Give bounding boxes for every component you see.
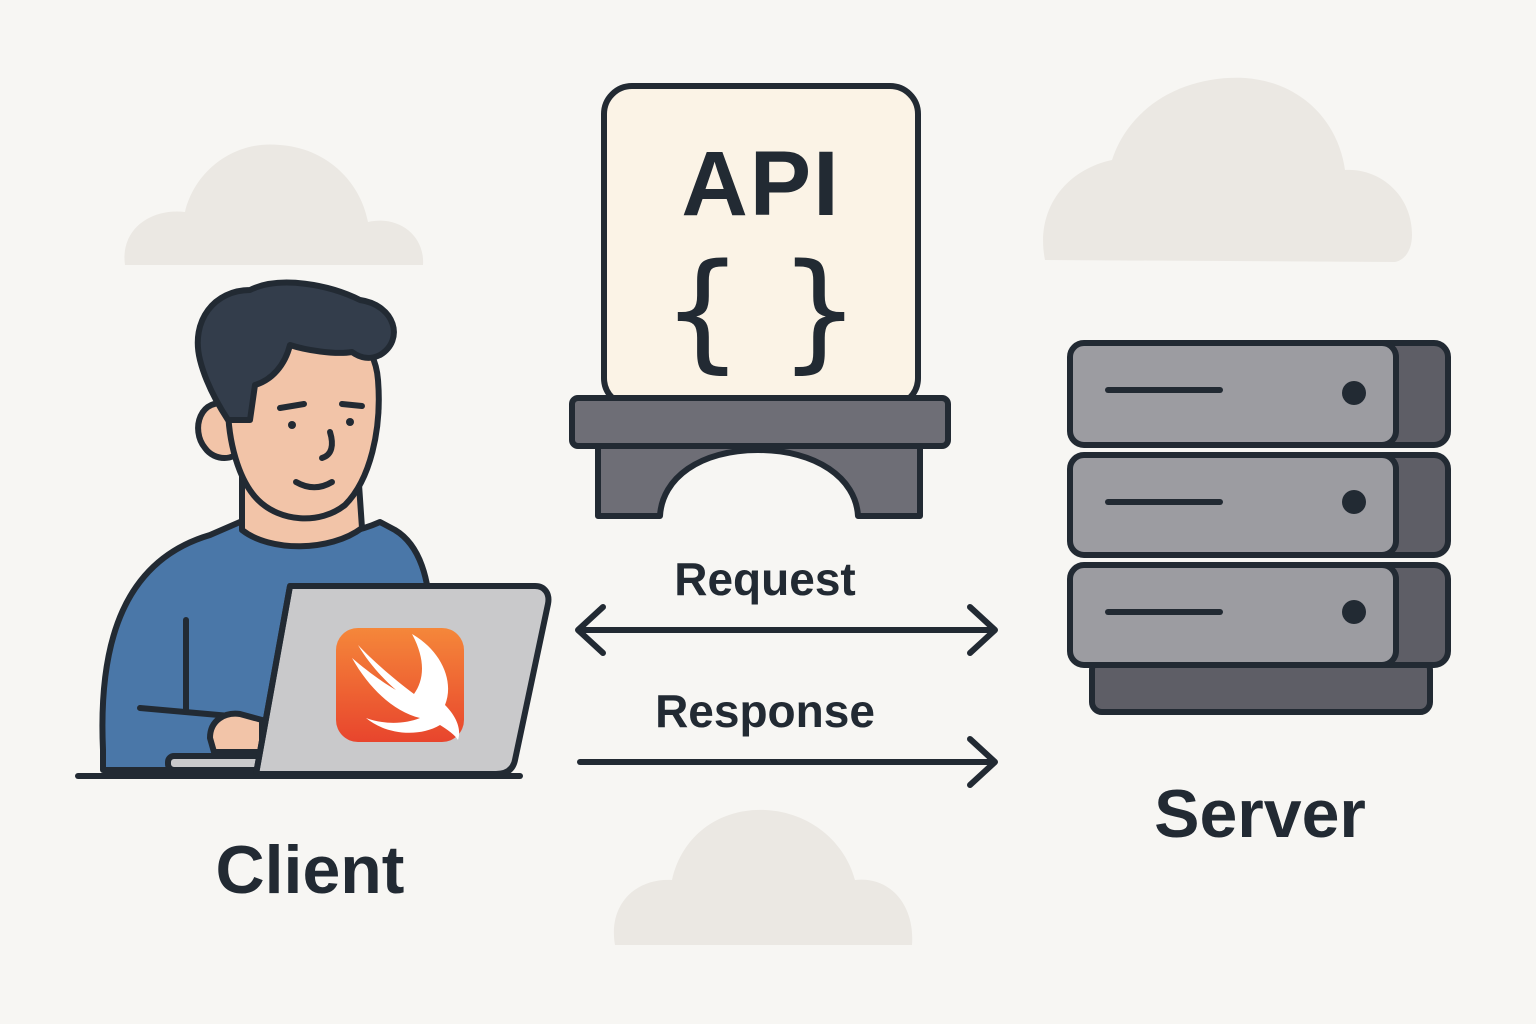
- swift-logo-icon: [336, 628, 464, 742]
- cloud-icon: [1043, 77, 1412, 262]
- server-label: Server: [1154, 776, 1366, 852]
- server-rack-icon: [1067, 340, 1451, 715]
- server-lights: [1342, 381, 1366, 624]
- response-arrow: [577, 736, 998, 788]
- api-title: API: [681, 133, 841, 235]
- response-label: Response: [655, 685, 875, 737]
- api-card: [569, 83, 951, 519]
- cloud-icon: [613, 809, 913, 945]
- request-arrow: [575, 604, 998, 656]
- server-details: [1105, 387, 1223, 615]
- client-label: Client: [215, 832, 405, 908]
- request-label: Request: [674, 553, 856, 605]
- cloud-icon: [124, 144, 424, 265]
- api-braces-icon: {}: [663, 237, 899, 386]
